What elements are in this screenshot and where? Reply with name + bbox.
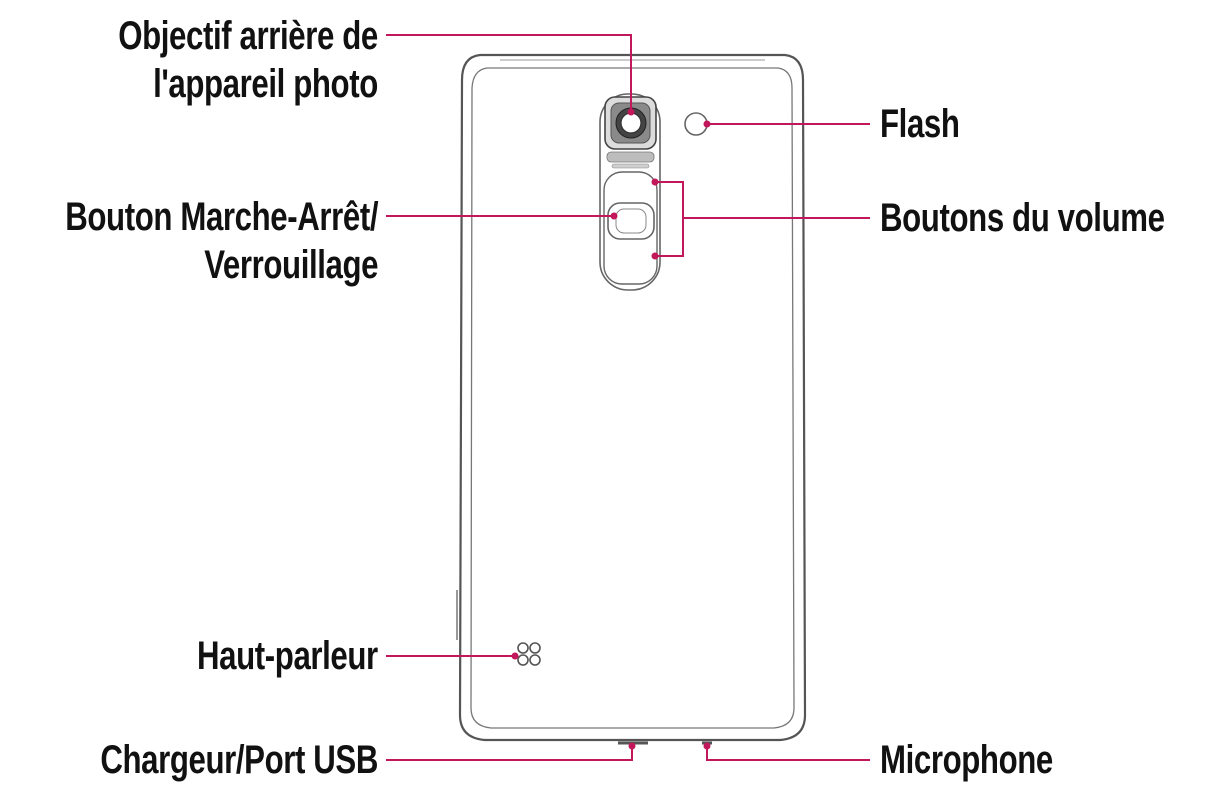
sensor-bar bbox=[606, 151, 655, 163]
callout-dots bbox=[511, 108, 711, 750]
callout-lines bbox=[386, 34, 870, 761]
label-rear-camera-line1: Objectif arrière de bbox=[118, 14, 378, 58]
sensor-bar-2 bbox=[611, 163, 650, 169]
power-button-inner bbox=[615, 208, 647, 234]
label-rear-camera: Objectif arrière de l'appareil photo bbox=[118, 12, 378, 108]
volume-rocker bbox=[603, 171, 658, 285]
power-button bbox=[607, 202, 655, 240]
camera-lens bbox=[620, 112, 642, 134]
phone-outline-inner bbox=[470, 67, 795, 729]
callout-rear-camera bbox=[386, 34, 632, 112]
label-microphone: Microphone bbox=[880, 736, 1053, 784]
label-rear-camera-line2: l'appareil photo bbox=[153, 62, 378, 106]
label-flash-text: Flash bbox=[880, 102, 960, 146]
label-volume-text: Boutons du volume bbox=[880, 196, 1165, 240]
label-microphone-text: Microphone bbox=[880, 738, 1053, 782]
speaker-grille bbox=[517, 642, 541, 666]
label-power-lock-line2: Verrouillage bbox=[204, 243, 378, 287]
label-speaker: Haut-parleur bbox=[197, 632, 378, 680]
label-charger: Chargeur/Port USB bbox=[100, 736, 378, 784]
label-volume: Boutons du volume bbox=[880, 194, 1165, 242]
label-power-lock-line1: Bouton Marche-Arrêt/ bbox=[65, 195, 378, 239]
callout-charger bbox=[386, 746, 633, 761]
label-charger-text: Chargeur/Port USB bbox=[100, 738, 378, 782]
phone-outline-outer bbox=[458, 53, 807, 742]
label-speaker-text: Haut-parleur bbox=[197, 634, 378, 678]
label-flash: Flash bbox=[880, 100, 960, 148]
callout-microphone bbox=[706, 746, 870, 761]
label-power-lock: Bouton Marche-Arrêt/ Verrouillage bbox=[65, 193, 378, 289]
